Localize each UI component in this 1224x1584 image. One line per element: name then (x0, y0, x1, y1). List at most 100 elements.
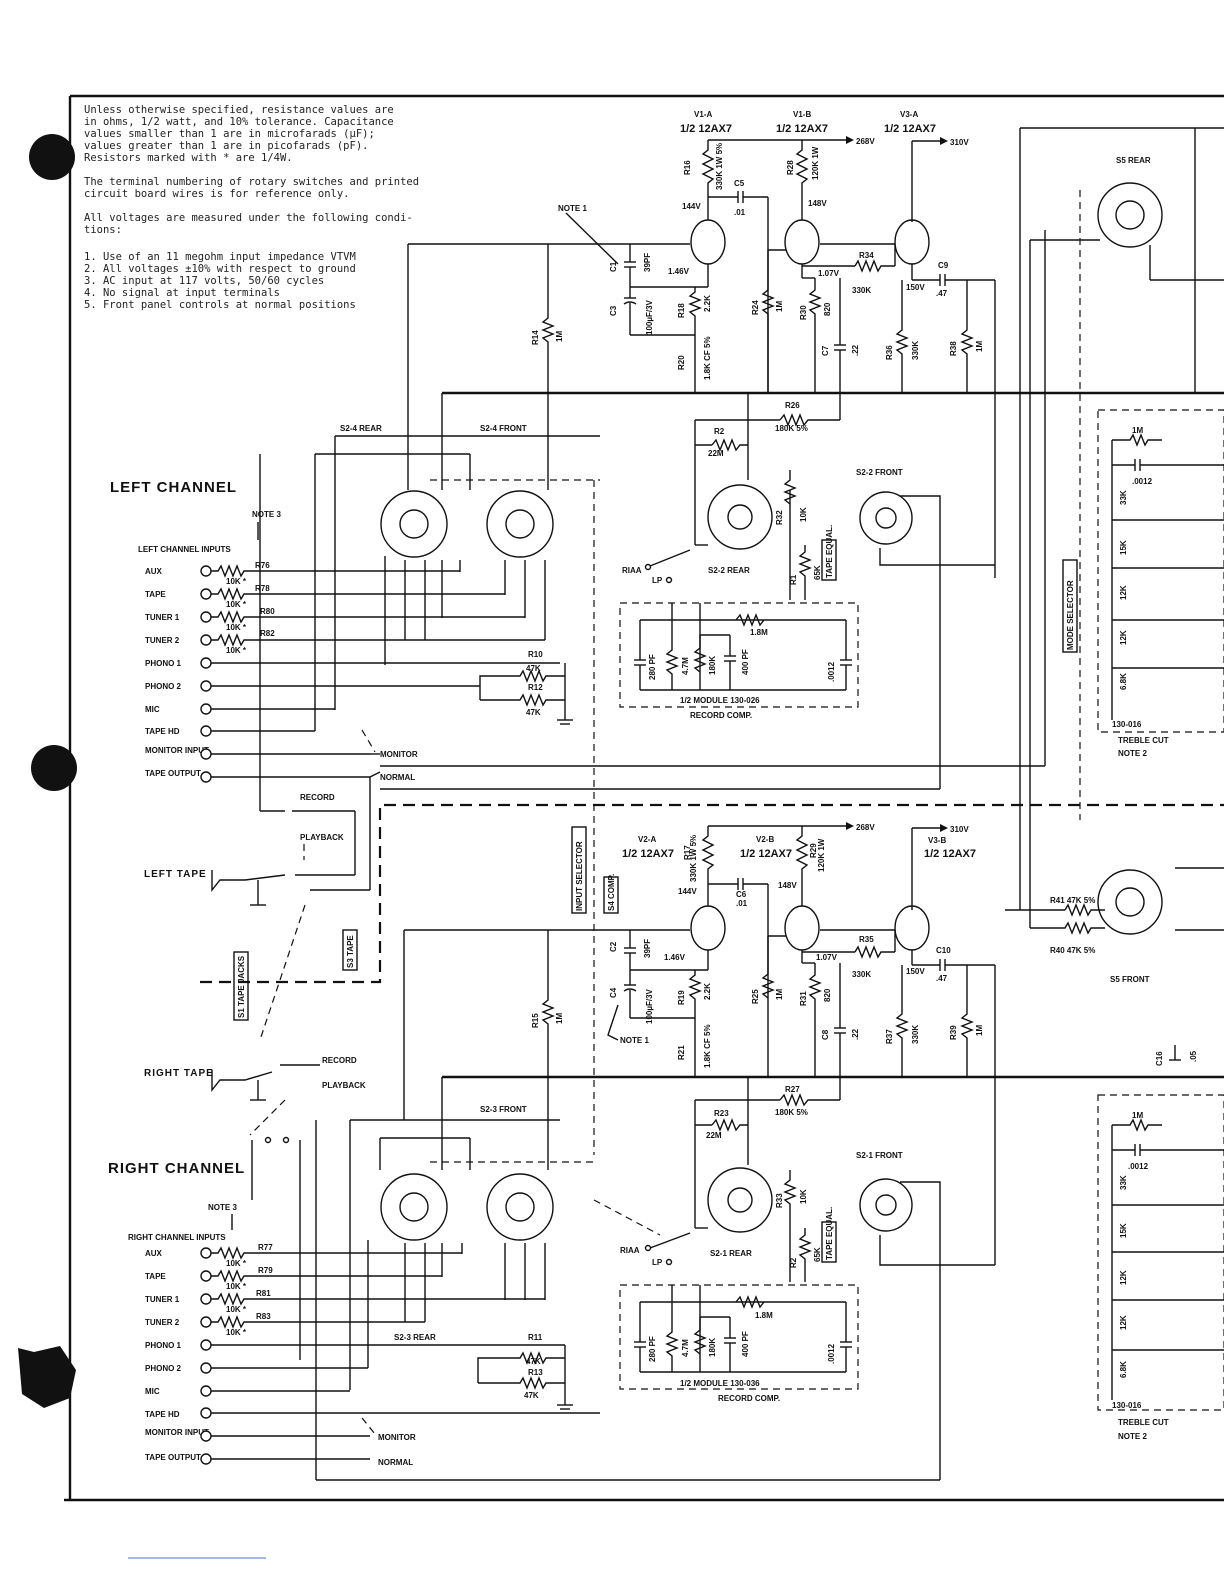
svg-text:33K: 33K (1119, 490, 1128, 505)
svg-text:1M: 1M (775, 301, 784, 312)
svg-text:C7: C7 (821, 345, 830, 356)
svg-text:R34: R34 (859, 251, 874, 260)
svg-text:S3 TAPE: S3 TAPE (346, 935, 355, 968)
svg-text:150V: 150V (906, 283, 925, 292)
svg-text:NOTE 1: NOTE 1 (620, 1036, 649, 1045)
treble-cut-right: 1M .0012 33K 15K 12K 12K 6.8K 130-016 TR… (1097, 1094, 1224, 1441)
svg-text:180K 5%: 180K 5% (775, 424, 808, 433)
svg-text:NOTE 3: NOTE 3 (208, 1203, 237, 1212)
svg-text:65K: 65K (813, 565, 822, 580)
svg-text:R28: R28 (786, 160, 795, 175)
switch-s2-1: S2-1 REAR R33 10K R2 65K TAPE EQUAL. RIA… (593, 1125, 995, 1480)
svg-text:330K 1W 5%: 330K 1W 5% (689, 835, 698, 882)
svg-text:RIAA: RIAA (620, 1246, 640, 1255)
svg-text:Resistors marked with * are 1/: Resistors marked with * are 1/4W. (84, 152, 293, 164)
right-channel-inputs: RIGHT CHANNEL NOTE 3 RIGHT CHANNEL INPUT… (108, 1120, 940, 1481)
svg-text:1. Use of an 11 megohm input: 1. Use of an 11 megohm input impedance V… (84, 251, 356, 263)
svg-text:Unless otherwise specified, re: Unless otherwise specified, resistance v… (84, 104, 394, 116)
svg-text:RECORD: RECORD (300, 793, 335, 802)
svg-text:NOTE 1: NOTE 1 (558, 204, 587, 213)
switch-s2-2-rear: S2-2 REAR R32 10K R1 65K TAPE EQUAL. RIA… (622, 445, 837, 600)
svg-text:.0012: .0012 (1132, 477, 1153, 486)
svg-text:.47: .47 (936, 974, 948, 983)
svg-text:310V: 310V (950, 825, 969, 834)
svg-text:S5 FRONT: S5 FRONT (1110, 975, 1150, 984)
svg-text:400 PF: 400 PF (741, 1331, 750, 1357)
svg-text:1M: 1M (975, 1025, 984, 1036)
svg-text:R14: R14 (531, 330, 540, 345)
svg-text:LP: LP (652, 1258, 663, 1267)
svg-text:.01: .01 (734, 208, 746, 217)
svg-text:R24: R24 (751, 300, 760, 315)
svg-text:R19: R19 (677, 990, 686, 1005)
svg-text:R16: R16 (683, 160, 692, 175)
svg-text:RIGHT CHANNEL: RIGHT CHANNEL (108, 1160, 245, 1177)
general-notes: Unless otherwise specified, resistance v… (84, 104, 419, 311)
svg-text:S1 TAPE JACKS: S1 TAPE JACKS (237, 955, 246, 1018)
svg-text:5. Front panel controls at no: 5. Front panel controls at normal positi… (84, 299, 356, 311)
svg-text:S2-1 FRONT: S2-1 FRONT (856, 1151, 903, 1160)
svg-text:LEFT TAPE: LEFT TAPE (144, 869, 207, 880)
tube-v2b (784, 905, 820, 951)
svg-text:1.8M: 1.8M (755, 1311, 773, 1320)
svg-text:R40 47K 5%: R40 47K 5% (1050, 946, 1095, 955)
svg-text:10K *: 10K * (226, 1305, 247, 1314)
svg-text:R35: R35 (859, 935, 874, 944)
right-tape-switch: RECORD PLAYBACK RIGHT TAPE (144, 1056, 366, 1360)
svg-text:12K: 12K (1119, 1270, 1128, 1285)
svg-text:All voltages are measured unde: All voltages are measured under the foll… (84, 212, 413, 224)
svg-text:NOTE 3: NOTE 3 (252, 510, 281, 519)
channel-divider (200, 803, 1224, 984)
left-tape-switch: RECORD PLAYBACK LEFT TAPE (144, 454, 371, 906)
svg-text:PHONO 1: PHONO 1 (145, 659, 182, 668)
svg-text:1/2 MODULE 130-036: 1/2 MODULE 130-036 (680, 1379, 760, 1388)
svg-text:TUNER 2: TUNER 2 (145, 1318, 180, 1327)
svg-text:R2: R2 (789, 1257, 798, 1268)
svg-text:R11: R11 (528, 1333, 543, 1342)
svg-text:LEFT CHANNEL: LEFT CHANNEL (110, 479, 237, 496)
binder-hole-bottom (18, 1346, 76, 1408)
svg-text:LEFT CHANNEL INPUTS: LEFT CHANNEL INPUTS (138, 545, 231, 554)
svg-text:6.8K: 6.8K (1119, 673, 1128, 690)
svg-text:S2-1 REAR: S2-1 REAR (710, 1249, 752, 1258)
svg-text:V3-B: V3-B (928, 836, 946, 845)
svg-text:values smaller than 1 are in m: values smaller than 1 are in microfarads… (84, 128, 375, 140)
svg-text:1.8M: 1.8M (750, 628, 768, 637)
svg-text:4.7M: 4.7M (681, 1339, 690, 1357)
binder-hole-middle (31, 745, 77, 791)
svg-text:MIC: MIC (145, 1387, 160, 1396)
svg-text:R41 47K 5%: R41 47K 5% (1050, 896, 1095, 905)
svg-text:6.8K: 6.8K (1119, 1361, 1128, 1378)
svg-text:V2-B: V2-B (756, 835, 774, 844)
svg-text:.0012: .0012 (827, 661, 836, 682)
svg-text:TAPE: TAPE (145, 590, 166, 599)
svg-text:1/2 12AX7: 1/2 12AX7 (680, 123, 732, 135)
svg-text:TAPE HD: TAPE HD (145, 1410, 180, 1419)
svg-text:4.7M: 4.7M (681, 657, 690, 675)
svg-text:180K 5%: 180K 5% (775, 1108, 808, 1117)
svg-text:330K: 330K (911, 341, 920, 360)
svg-text:MONITOR INPUT: MONITOR INPUT (145, 746, 209, 755)
svg-text:V1-B: V1-B (793, 110, 811, 119)
svg-text:2. All voltages ±10% with res: 2. All voltages ±10% with respect to gro… (84, 263, 356, 275)
svg-text:268V: 268V (856, 137, 875, 146)
svg-text:TAPE EQUAL.: TAPE EQUAL. (825, 525, 834, 578)
selector-labels: INPUT SELECTOR S4 COMP. S1 TAPE JACKS S3… (233, 559, 1078, 1021)
svg-text:120K 1W: 120K 1W (817, 838, 826, 872)
svg-text:NORMAL: NORMAL (380, 773, 415, 782)
svg-text:.47: .47 (936, 289, 948, 298)
svg-text:R21: R21 (677, 1045, 686, 1060)
svg-text:330K: 330K (911, 1025, 920, 1044)
treble-cut-left: 1M .0012 33K 15K 12K 12K 6.8K 130-016 TR… (1097, 409, 1224, 758)
svg-text:S5 REAR: S5 REAR (1116, 156, 1151, 165)
svg-text:180K: 180K (708, 1338, 717, 1357)
svg-text:R39: R39 (949, 1025, 958, 1040)
svg-text:1.8K CF 5%: 1.8K CF 5% (703, 336, 712, 380)
right-amplifier: 268V 310V V2-A 1/2 12AX7 V2-B 1/2 12AX7 … (404, 822, 1224, 1265)
tube-v1b (784, 219, 820, 265)
svg-text:R36: R36 (885, 345, 894, 360)
svg-text:C3: C3 (609, 305, 618, 316)
svg-text:1M: 1M (775, 989, 784, 1000)
svg-text:10K *: 10K * (226, 1259, 247, 1268)
svg-text:R82: R82 (260, 629, 275, 638)
